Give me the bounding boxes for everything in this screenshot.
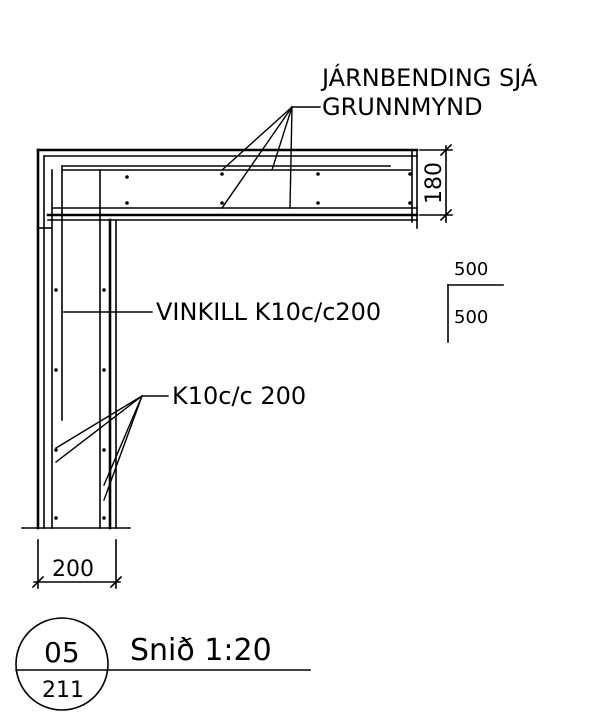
wall-bars-leader [55,395,143,463]
rebar-dot [102,448,106,452]
rebar-dot [54,516,58,520]
reinforcement-note: JÁRNBENDING SJÁ GRUNNMYND [221,63,538,209]
slab-thickness-dimension: 180 [419,143,453,223]
wall-bars-leader [103,395,143,486]
wall-thickness-dimension: 200 [31,539,123,589]
rebar-dot [102,516,106,520]
detail-number: 05 [44,636,80,669]
slab [36,148,419,229]
rebar-dot [316,201,320,205]
title-block: 05 211 Snið 1:20 [15,617,311,711]
rebar-dot [408,201,412,205]
angle-bar-callout: VINKILL K10c/c200 [63,298,381,326]
detail-bubble [15,617,109,711]
rebar-dots [54,172,412,520]
rebar-dot [408,172,412,176]
wall-bars-label: K10c/c 200 [172,382,306,410]
dim-tick-bottom [439,208,453,222]
rebar-dot [102,368,106,372]
angle-bar-label: VINKILL K10c/c200 [156,298,381,326]
note-leader [289,106,293,209]
wall [21,148,131,530]
note-leader [221,106,293,171]
rebar-dot [125,175,129,179]
note-leader [221,106,293,209]
rebar-dot [316,172,320,176]
dim-tick-left [31,575,45,589]
rebar-dot [102,288,106,292]
note-leader [271,106,293,171]
bar-shape-fraction: 500 500 [447,259,504,343]
wall-bars-leader [103,395,143,501]
wall-bars-callout: K10c/c 200 [55,382,306,501]
rebar-dot [125,201,129,205]
rebar-dot [54,368,58,372]
rebar-dot [220,172,224,176]
slab-thickness-label: 180 [422,162,447,204]
fraction-bottom: 500 [454,307,488,328]
rebar-dot [54,448,58,452]
dim-tick-right [109,575,123,589]
rebar-dot [220,201,224,205]
sheet-number: 211 [42,678,84,703]
wall-thickness-label: 200 [52,557,94,582]
dim-tick-top [439,143,453,157]
wall-bars-leader [55,395,143,449]
reinforcement-note-line1: JÁRNBENDING SJÁ [320,63,538,92]
drawing-title: Snið 1:20 [130,633,272,668]
reinforcement-note-line2: GRUNNMYND [322,93,483,121]
fraction-top: 500 [454,259,488,280]
rebar-dot [54,288,58,292]
